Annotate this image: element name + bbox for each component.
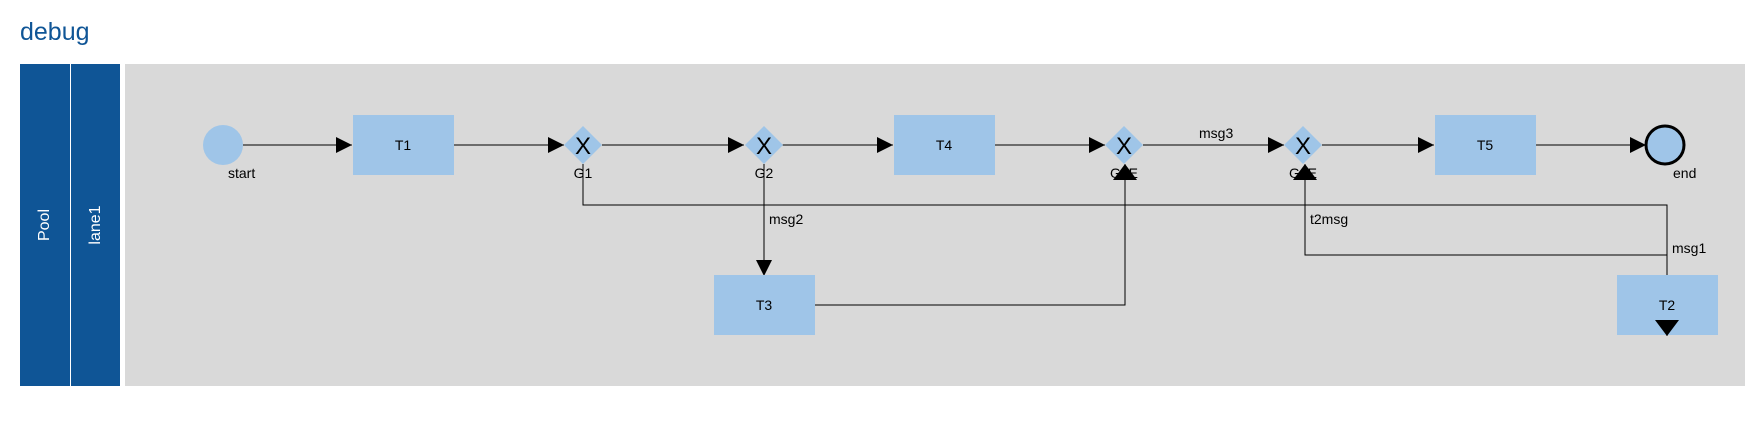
sequence-flows bbox=[243, 137, 1675, 336]
task-t5-label: T5 bbox=[1477, 137, 1494, 153]
gateway-g3[interactable] bbox=[1105, 126, 1143, 164]
task-t4[interactable] bbox=[894, 115, 995, 175]
arrowhead-into-g3 bbox=[1113, 164, 1137, 180]
gateway-g3-symbol: X bbox=[1116, 133, 1132, 160]
flow-t3-g3[interactable] bbox=[815, 164, 1133, 306]
gateway-g4-symbol: X bbox=[1295, 133, 1311, 160]
overlay-arrowheads bbox=[1113, 164, 1679, 336]
pool-header[interactable]: Pool bbox=[20, 64, 70, 386]
arrowhead-into-g4 bbox=[1293, 164, 1317, 180]
flow-t2-g4[interactable] bbox=[1297, 164, 1667, 256]
arrowhead-into-t2 bbox=[1655, 320, 1679, 336]
task-t3[interactable] bbox=[714, 275, 815, 335]
gateway-g1[interactable] bbox=[564, 126, 602, 164]
task-t1-label: T1 bbox=[395, 137, 412, 153]
gateway-g1-label: G1 bbox=[574, 165, 593, 181]
edge-label-msg1: msg1 bbox=[1672, 240, 1706, 256]
task-t3-label: T3 bbox=[756, 297, 773, 313]
gateway-g2-symbol: X bbox=[756, 133, 772, 160]
task-t2-label: T2 bbox=[1659, 297, 1676, 313]
gateway-g2-label: G2 bbox=[755, 165, 774, 181]
edge-label-t2msg: t2msg bbox=[1310, 211, 1348, 227]
gateway-g2[interactable] bbox=[745, 126, 783, 164]
page-title: debug bbox=[20, 18, 90, 46]
start-event-label: start bbox=[228, 165, 255, 181]
edge-label-msg2: msg2 bbox=[769, 211, 803, 227]
gateway-g1-symbol: X bbox=[575, 133, 591, 160]
end-event-label: end bbox=[1673, 165, 1696, 181]
lane-header[interactable]: lane1 bbox=[71, 64, 120, 386]
start-event[interactable] bbox=[203, 125, 243, 165]
task-t1[interactable] bbox=[353, 115, 454, 175]
end-event[interactable] bbox=[1644, 124, 1686, 166]
task-t5[interactable] bbox=[1435, 115, 1536, 175]
task-t4-label: T4 bbox=[936, 137, 953, 153]
gateway-g4[interactable] bbox=[1284, 126, 1322, 164]
edge-label-msg3: msg3 bbox=[1199, 125, 1233, 141]
